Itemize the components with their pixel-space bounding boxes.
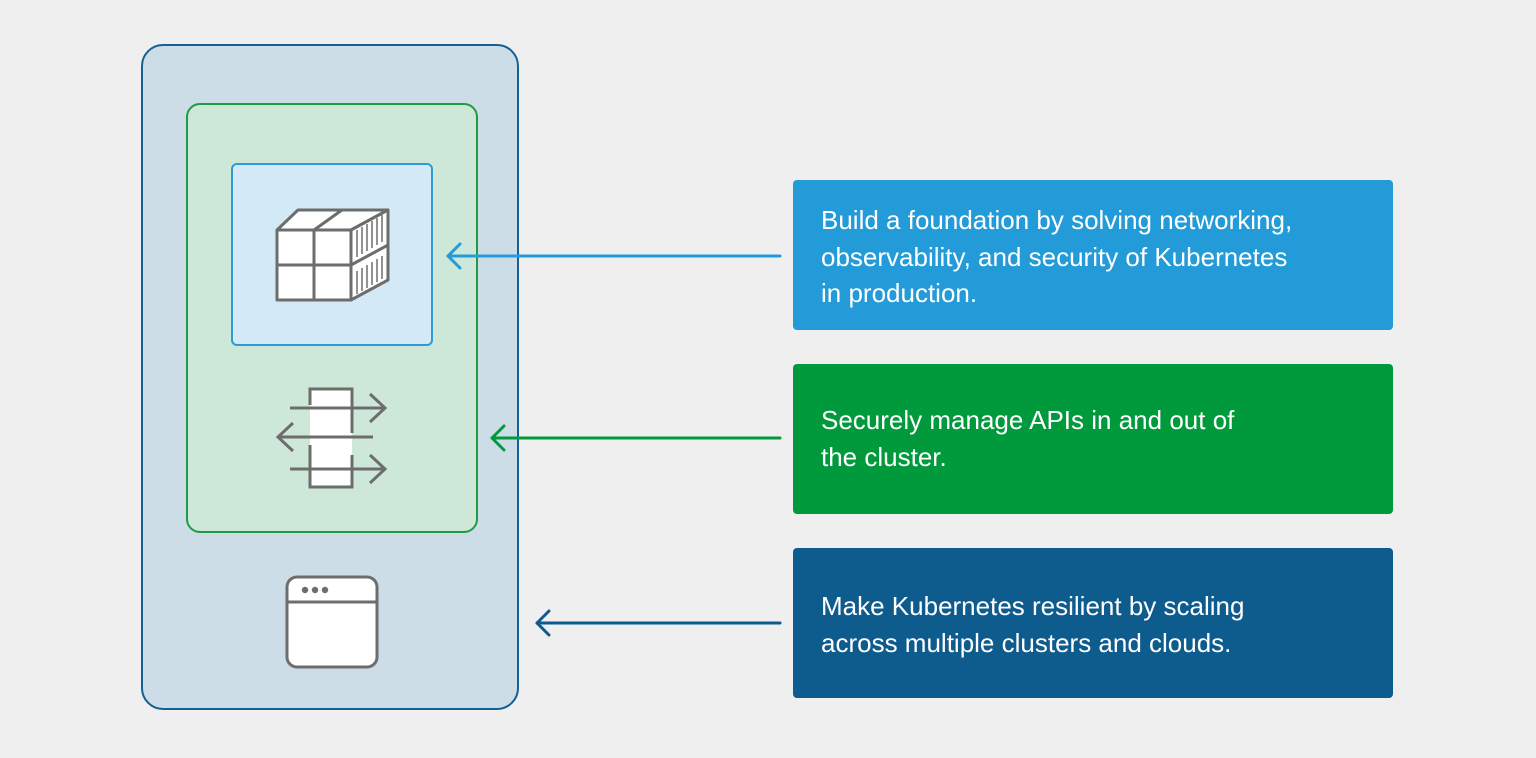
card-networking-foundation: Build a foundation by solving networking…	[793, 180, 1393, 330]
card-text-line: Make Kubernetes resilient by scaling	[821, 591, 1245, 621]
arrow-to-cluster-layer	[535, 609, 782, 637]
card-text-line: Build a foundation by solving networking…	[821, 205, 1293, 235]
card-text-line: Securely manage APIs in and out of	[821, 405, 1235, 435]
container-icon	[275, 208, 390, 302]
api-gateway-icon	[275, 387, 388, 489]
card-text-line: the cluster.	[821, 441, 947, 472]
arrow-to-api-layer	[490, 424, 782, 452]
card-text-line: across multiple clusters and clouds.	[821, 627, 1232, 658]
card-multi-cluster-resilience: Make Kubernetes resilient by scaling acr…	[793, 548, 1393, 698]
card-api-management: Securely manage APIs in and out of the c…	[793, 364, 1393, 514]
browser-window-icon	[285, 575, 379, 669]
card-text-line: observability, and security of Kubernete…	[821, 241, 1288, 272]
card-text-line: in production.	[821, 278, 978, 308]
